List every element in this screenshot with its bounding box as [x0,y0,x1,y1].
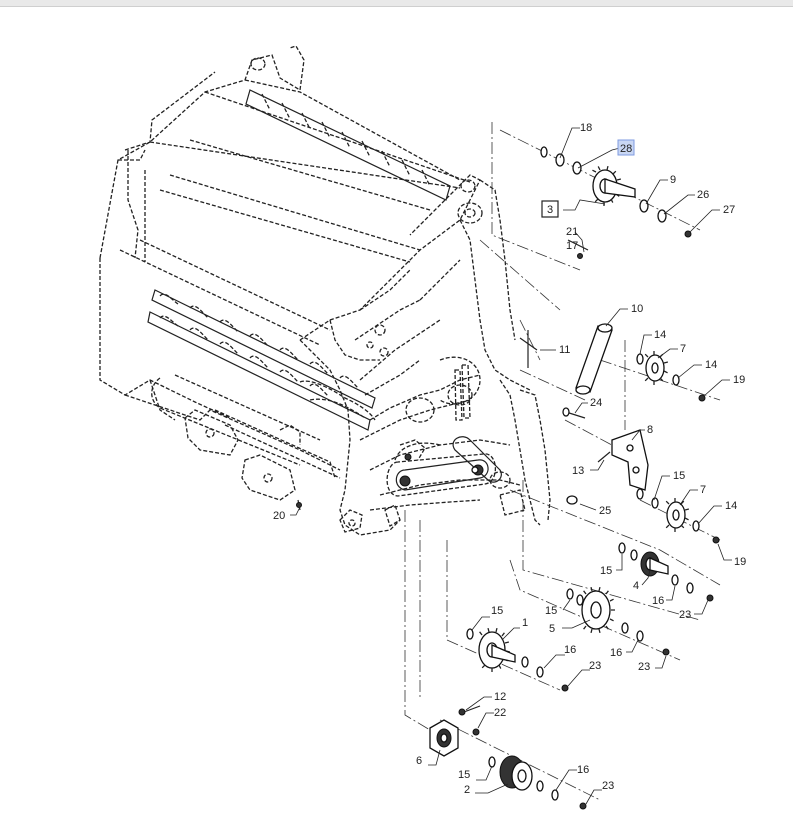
sprocket-4 [640,551,669,577]
callout-9[interactable]: 9 [670,174,676,186]
top-roller [245,89,451,201]
callout-28[interactable]: 28 [620,143,632,155]
callout-24[interactable]: 24 [590,397,602,409]
sprocket-1 [478,627,516,672]
top-bar [0,0,793,7]
callout-16-group4[interactable]: 16 [652,595,664,607]
feeder-shaft [151,374,341,501]
callout-14-upper-right[interactable]: 14 [705,359,717,371]
callout-7-lower[interactable]: 7 [700,484,706,496]
callout-23-group2[interactable]: 23 [602,780,614,792]
callout-25[interactable]: 25 [599,505,611,517]
callout-6[interactable]: 6 [416,755,422,767]
drive-chains [386,436,502,497]
callout-5[interactable]: 5 [549,623,555,635]
right-side-frame [299,174,551,536]
callout-27[interactable]: 27 [723,204,735,216]
bearing-flange [429,719,459,757]
callout-26[interactable]: 26 [697,189,709,201]
callout-19-lower[interactable]: 19 [734,556,746,568]
callout-10[interactable]: 10 [631,303,643,315]
callout-23-group5[interactable]: 23 [638,661,650,673]
callout-16-group2[interactable]: 16 [577,764,589,776]
double-sprocket-2 [499,755,533,791]
callout-16-group5[interactable]: 16 [610,647,622,659]
exploded-parts [296,146,720,810]
callout-labels: 18 28 3 9 26 27 21 17 10 11 14 7 14 19 2… [273,122,746,796]
sprocket-5 [581,586,615,634]
roller-shaft [575,323,613,395]
callout-15-group2[interactable]: 15 [458,769,470,781]
callout-3-box [541,200,559,218]
callout-12[interactable]: 12 [494,691,506,703]
callout-20[interactable]: 20 [273,510,285,522]
sprocket-7-lower [665,498,690,532]
callout-19-upper[interactable]: 19 [733,374,745,386]
callout-28-highlight [617,139,635,156]
callout-18[interactable]: 18 [580,122,592,134]
callout-21[interactable]: 21 [566,226,578,238]
callout-15-group1[interactable]: 15 [491,605,503,617]
callout-2[interactable]: 2 [464,784,470,796]
center-lines [404,122,721,801]
leader-lines [290,127,732,805]
callout-13[interactable]: 13 [572,465,584,477]
callout-3[interactable]: 3 [547,204,553,216]
callout-17[interactable]: 17 [566,240,578,252]
callout-4[interactable]: 4 [633,580,639,592]
tensioner-bracket [611,429,649,491]
callout-14-lower[interactable]: 14 [725,500,737,512]
callout-15-group4[interactable]: 15 [600,565,612,577]
callout-7-upper[interactable]: 7 [680,343,686,355]
callout-11[interactable]: 11 [559,344,570,356]
sprocket-7-upper [644,351,669,385]
callout-22[interactable]: 22 [494,707,506,719]
callout-1[interactable]: 1 [522,617,528,629]
callout-16-group1[interactable]: 16 [564,644,576,656]
callout-23-group4[interactable]: 23 [679,609,691,621]
callout-8[interactable]: 8 [647,424,653,436]
callout-15-group5[interactable]: 15 [545,605,557,617]
top-sprocket [591,165,636,206]
callout-14-upper-left[interactable]: 14 [654,329,666,341]
drive-gearbox [250,57,511,489]
lower-rollers [147,289,376,431]
baler-frame [99,45,551,536]
callout-15-middle[interactable]: 15 [673,470,685,482]
callout-23-group1[interactable]: 23 [589,660,601,672]
